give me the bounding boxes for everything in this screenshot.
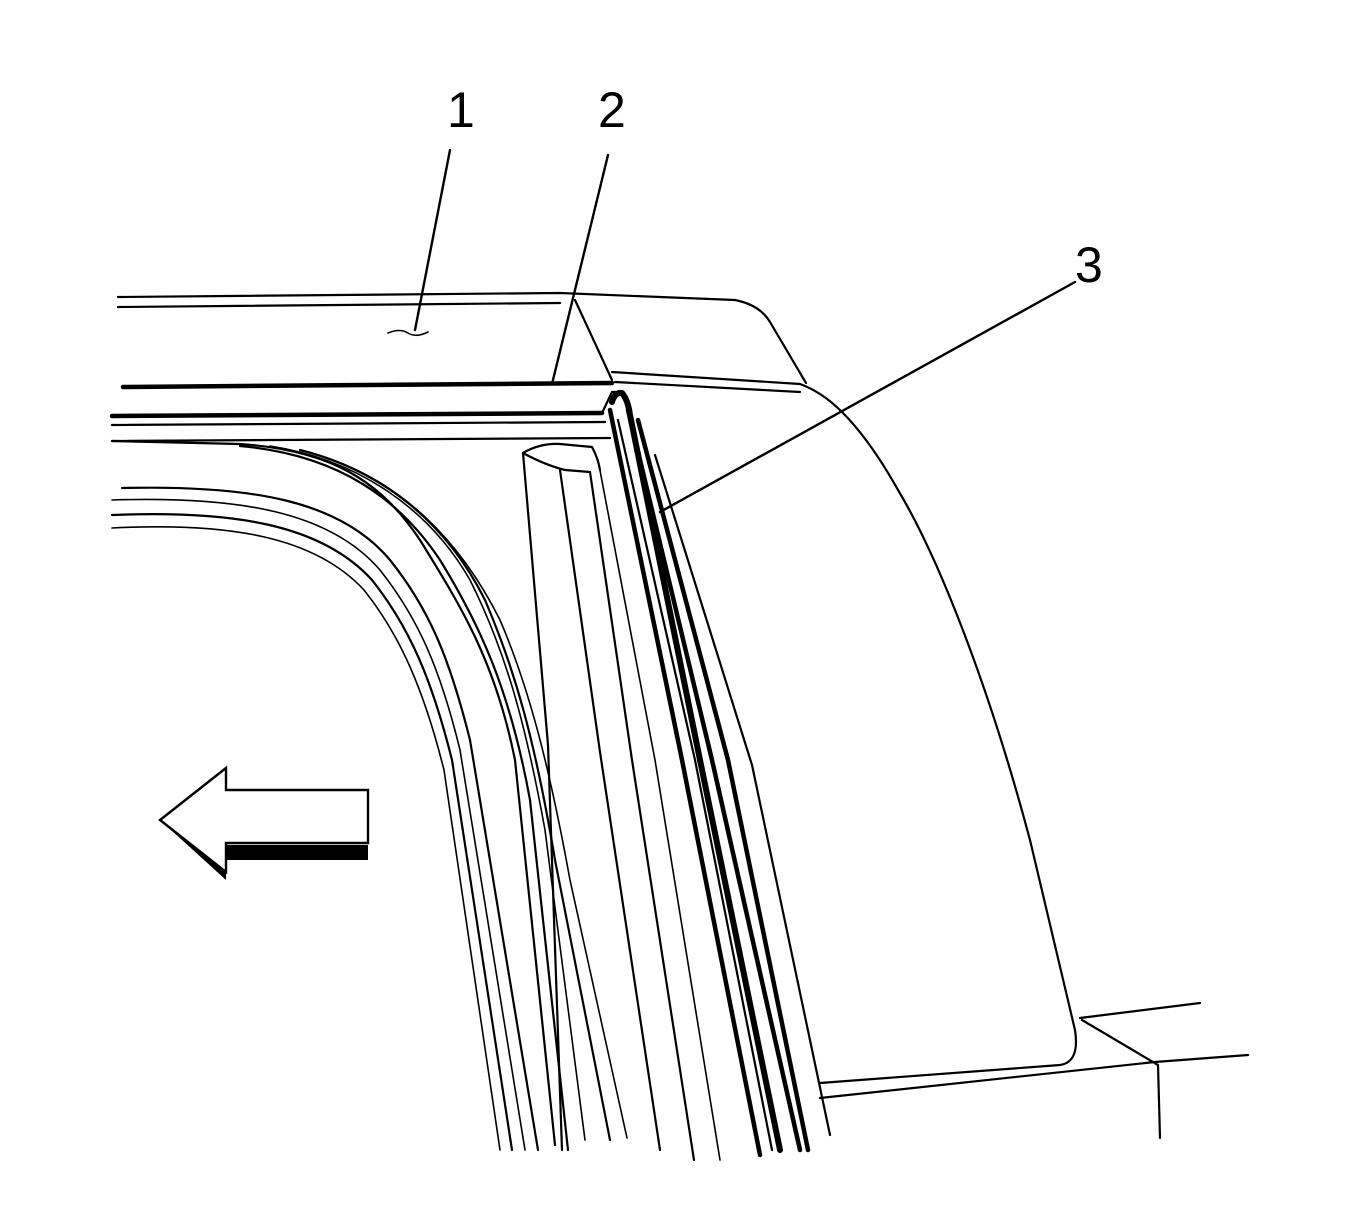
leader-line-3 [658, 280, 1077, 514]
roof-panel [116, 291, 844, 414]
weatherstrip [607, 389, 832, 1158]
callout-3: 3 [1075, 237, 1103, 293]
leader-line-2 [550, 153, 610, 386]
door-frame-curve [110, 439, 628, 1152]
roof-drip-molding [109, 380, 624, 443]
leader-line-1 [413, 148, 452, 332]
callout-2: 2 [598, 82, 626, 138]
callout-1: 1 [447, 82, 475, 138]
left-arrow-icon [158, 765, 370, 880]
leader-lines [413, 148, 1077, 514]
rear-quarter-glass [818, 410, 1250, 1140]
pillar-channel [521, 442, 721, 1162]
